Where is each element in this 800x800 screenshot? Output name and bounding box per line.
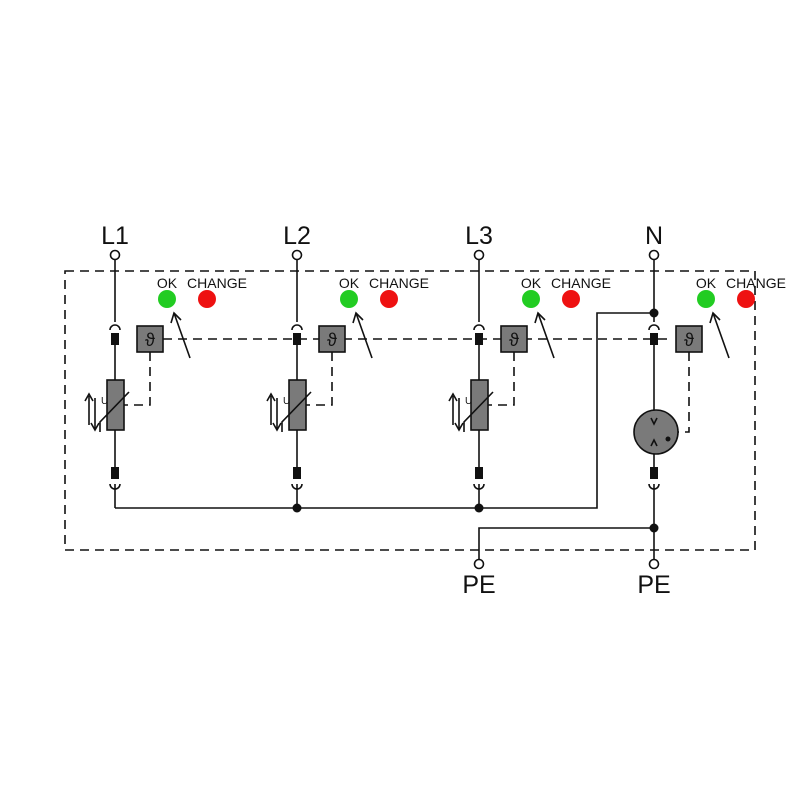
thermal-coupling-line (124, 352, 151, 406)
ok-label: OK (696, 275, 717, 291)
arrowhead-icon (650, 417, 658, 426)
change-indicator-led (380, 290, 398, 308)
change-label: CHANGE (551, 275, 611, 291)
indicator-arrow (537, 312, 555, 359)
terminal-icon (648, 249, 660, 261)
arrowhead-icon (709, 311, 721, 324)
terminal-icon (473, 558, 485, 570)
change-indicator-led (562, 290, 580, 308)
junction-dot (649, 308, 659, 318)
indicator-arrow (712, 312, 730, 359)
pe-bus-line (478, 527, 654, 560)
terminal-label-l2: L2 (283, 222, 311, 250)
fuse-icon (650, 333, 658, 345)
arrowhead-icon (534, 311, 546, 324)
enclosure-boundary (64, 270, 756, 551)
thermal-symbol: ϑ (509, 330, 519, 350)
arrowhead-icon (448, 392, 458, 402)
terminal-icon (109, 249, 121, 261)
thermal-disconnector-icon (500, 325, 528, 353)
arrowhead-icon (650, 438, 658, 447)
terminal-label-pe: PE (637, 571, 670, 599)
fuse-icon (475, 467, 483, 479)
fuse-icon (650, 467, 658, 479)
arrowhead-icon (90, 422, 100, 432)
terminal-label-pe: PE (462, 571, 495, 599)
varistor-u-label: U (465, 396, 472, 407)
varistor-slope-icon (463, 391, 494, 432)
indicator-arrow (173, 312, 191, 359)
common-bus-line (115, 312, 654, 509)
terminal-icon (473, 249, 485, 261)
gas-discharge-tube-icon (633, 409, 679, 455)
arrowhead-icon (272, 422, 282, 432)
thermal-symbol: ϑ (145, 330, 155, 350)
junction-dot (474, 503, 484, 513)
disconnect-icon (109, 324, 121, 331)
terminal-label-l1: L1 (101, 222, 129, 250)
thermal-symbol: ϑ (684, 330, 694, 350)
junction-dot (292, 503, 302, 513)
ok-label: OK (339, 275, 360, 291)
fuse-icon (475, 333, 483, 345)
thermal-coupling-line (678, 352, 690, 433)
varistor-slope-icon (281, 391, 312, 432)
arrowhead-icon (352, 311, 364, 324)
varistor-u-label: U (101, 396, 108, 407)
arrowhead-icon (84, 392, 94, 402)
disconnect-icon (648, 324, 660, 331)
disconnect-icon (291, 324, 303, 331)
indicator-arrow (355, 312, 373, 359)
fuse-icon (293, 333, 301, 345)
ok-indicator-led (697, 290, 715, 308)
change-label: CHANGE (187, 275, 247, 291)
terminal-icon (648, 558, 660, 570)
ok-indicator-led (340, 290, 358, 308)
fuse-icon (111, 333, 119, 345)
fuse-icon (293, 467, 301, 479)
varistor-slope-icon (99, 391, 130, 432)
arrowhead-icon (454, 422, 464, 432)
thermal-coupling-line (306, 352, 333, 406)
ok-indicator-led (158, 290, 176, 308)
arrowhead-icon (266, 392, 276, 402)
varistor-u-label: U (283, 396, 290, 407)
ok-label: OK (521, 275, 542, 291)
fuse-icon (111, 467, 119, 479)
thermal-symbol: ϑ (327, 330, 337, 350)
arrowhead-icon (170, 311, 182, 324)
change-label: CHANGE (726, 275, 786, 291)
terminal-label-n: N (645, 222, 663, 250)
ok-indicator-led (522, 290, 540, 308)
gas-tube-dot (665, 436, 671, 442)
junction-dot (649, 523, 659, 533)
ok-label: OK (157, 275, 178, 291)
terminal-icon (291, 249, 303, 261)
change-indicator-led (737, 290, 755, 308)
disconnect-icon (473, 324, 485, 331)
change-indicator-led (198, 290, 216, 308)
terminal-label-l3: L3 (465, 222, 493, 250)
thermal-coupling-line (488, 352, 515, 406)
change-label: CHANGE (369, 275, 429, 291)
thermal-disconnector-icon (675, 325, 703, 353)
